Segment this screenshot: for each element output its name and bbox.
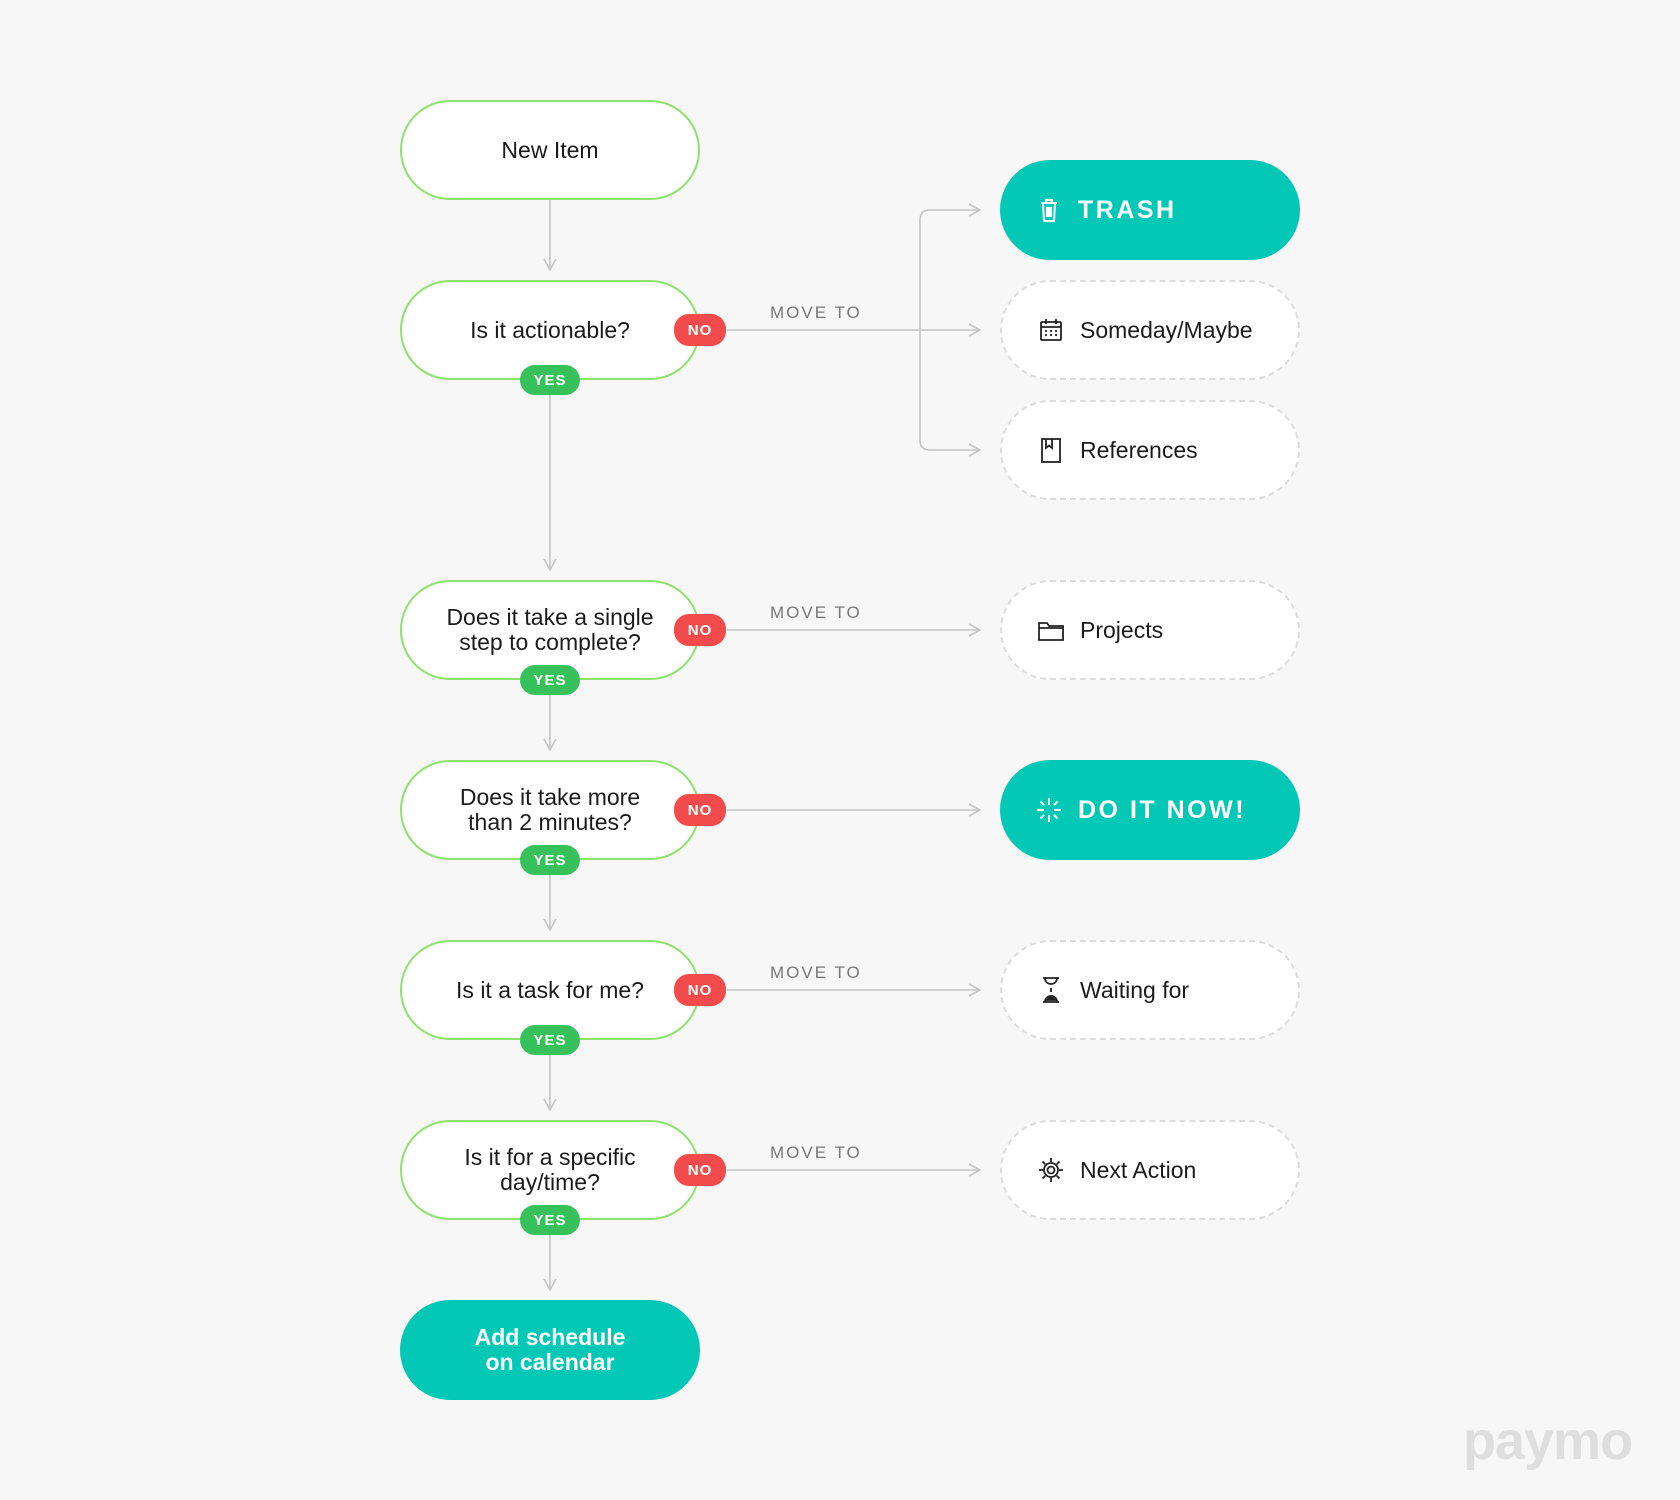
edge-q1-trash	[919, 203, 982, 330]
dest-next-action: Next Action	[1000, 1120, 1300, 1220]
question-single-step: Does it take a single step to complete?	[400, 580, 700, 680]
dest-references: References	[1000, 400, 1300, 500]
question-actionable: Is it actionable?	[400, 280, 700, 380]
trash-icon	[1034, 195, 1064, 225]
paymo-logo: paymo	[1463, 1411, 1633, 1471]
calendar-icon	[1036, 315, 1066, 345]
dest-do-it-now: DO IT NOW!	[1000, 760, 1300, 860]
bookmark-icon	[1036, 435, 1066, 465]
gear-icon	[1036, 1155, 1066, 1185]
folder-icon	[1036, 615, 1066, 645]
move-to-label: MOVE TO	[770, 1143, 862, 1162]
dest-do-it-now-label: DO IT NOW!	[1078, 795, 1247, 824]
no-badge: NO	[674, 314, 726, 346]
sparkle-icon	[1034, 795, 1064, 825]
yes-badge: YES	[520, 665, 580, 695]
dest-waiting-for: Waiting for	[1000, 940, 1300, 1040]
end-node: Add schedule on calendar	[400, 1300, 700, 1400]
dest-someday-maybe: Someday/Maybe	[1000, 280, 1300, 380]
no-badge: NO	[674, 1154, 726, 1186]
dest-trash: TRASH	[1000, 160, 1300, 260]
yes-badge: YES	[520, 845, 580, 875]
dest-waiting-label: Waiting for	[1080, 976, 1190, 1003]
dest-trash-label: TRASH	[1078, 195, 1177, 224]
start-node: New Item	[400, 100, 700, 200]
dest-projects-label: Projects	[1080, 616, 1164, 643]
no-badge: NO	[674, 974, 726, 1006]
question-specific-time: Is it for a specific day/time?	[400, 1120, 700, 1220]
dest-next-action-label: Next Action	[1080, 1156, 1197, 1183]
move-to-label: MOVE TO	[770, 303, 862, 322]
no-badge: NO	[674, 614, 726, 646]
dest-someday-label: Someday/Maybe	[1080, 316, 1253, 343]
dest-projects: Projects	[1000, 580, 1300, 680]
edge-q1-references	[919, 330, 982, 457]
no-badge: NO	[674, 794, 726, 826]
move-to-label: MOVE TO	[770, 963, 862, 982]
yes-badge: YES	[520, 1025, 580, 1055]
yes-badge: YES	[520, 365, 580, 395]
hourglass-icon	[1036, 975, 1066, 1005]
yes-badge: YES	[520, 1205, 580, 1235]
dest-references-label: References	[1080, 436, 1198, 463]
move-to-label: MOVE TO	[770, 603, 862, 622]
